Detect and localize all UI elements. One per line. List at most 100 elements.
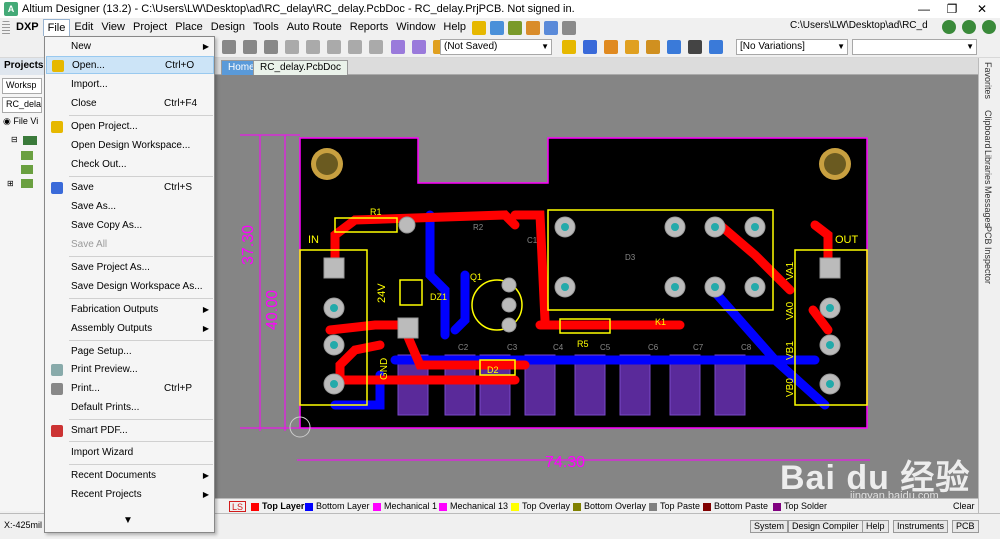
move-icon[interactable] <box>327 40 342 54</box>
route-icon[interactable] <box>562 40 576 54</box>
layer-tab-top-overlay[interactable]: Top Overlay <box>511 501 570 512</box>
select-area-icon[interactable] <box>306 40 321 54</box>
grid-tool-icon[interactable] <box>562 20 577 35</box>
menu-item-open[interactable]: Open...Ctrl+O <box>46 56 214 74</box>
tree-collapse-icon[interactable]: ⊟ <box>11 135 18 144</box>
menu-reports[interactable]: Reports <box>349 21 389 33</box>
panel-tab-pcb-inspector[interactable]: PCB Inspector <box>983 226 993 285</box>
align-tool-icon[interactable] <box>508 20 523 35</box>
menu-item-save-design-workspace-as[interactable]: Save Design Workspace As... <box>46 278 214 296</box>
paste-icon[interactable] <box>264 40 279 54</box>
menu-item-save-as[interactable]: Save As... <box>46 198 214 216</box>
graph-tool-icon[interactable] <box>472 20 487 35</box>
menu-item-import-wizard[interactable]: Import Wizard <box>46 444 214 462</box>
panel-tab-messages[interactable]: Messages <box>983 186 993 228</box>
select-tool-icon[interactable] <box>526 20 541 35</box>
pad-icon[interactable] <box>625 40 640 54</box>
menu-bar: DXP File Edit View Project Place Design … <box>0 18 1000 37</box>
layer-tab-top-layer[interactable]: Top Layer <box>251 501 304 512</box>
close-window-button[interactable]: ✕ <box>976 2 988 16</box>
variations-select[interactable]: [No Variations] ▼ <box>736 39 848 55</box>
menu-item-new[interactable]: New▶ <box>46 38 214 56</box>
menu-item-print-preview[interactable]: Print Preview... <box>46 361 214 379</box>
menu-item-assembly-outputs[interactable]: Assembly Outputs▶ <box>46 320 214 338</box>
menu-help[interactable]: Help <box>443 21 467 33</box>
fill-icon[interactable] <box>667 40 682 54</box>
extra-select[interactable]: ▼ <box>852 39 977 55</box>
layer-tab-top-paste[interactable]: Top Paste <box>649 501 700 512</box>
deselect-icon[interactable] <box>348 40 363 54</box>
restore-button[interactable]: ❐ <box>946 2 958 16</box>
menu-auto-route[interactable]: Auto Route <box>286 21 342 33</box>
menu-window[interactable]: Window <box>396 21 436 33</box>
menu-item-save-copy-as[interactable]: Save Copy As... <box>46 217 214 235</box>
layer-tab-mechanical-1[interactable]: Mechanical 1 <box>373 501 437 512</box>
pcb-button[interactable]: PCB <box>952 520 979 533</box>
layer-tab-bottom-overlay[interactable]: Bottom Overlay <box>573 501 646 512</box>
copy-icon[interactable] <box>243 40 258 54</box>
menu-item-import[interactable]: Import... <box>46 76 214 94</box>
menu-design[interactable]: Design <box>210 21 246 33</box>
panel-tab-clipboard[interactable]: Clipboard <box>983 110 993 149</box>
undo-icon[interactable] <box>390 40 405 54</box>
arc-icon[interactable] <box>646 40 661 54</box>
via-icon[interactable] <box>604 40 619 54</box>
cut-icon[interactable] <box>222 40 236 54</box>
forward-icon[interactable] <box>962 20 976 34</box>
diff-pair-icon[interactable] <box>583 40 598 54</box>
design-compiler-button[interactable]: Design Compiler <box>788 520 863 533</box>
menu-file[interactable]: File <box>42 19 71 36</box>
tree-expand-icon[interactable]: ⊞ <box>7 179 14 188</box>
layer-tab-mechanical-13[interactable]: Mechanical 13 <box>439 501 508 512</box>
menu-item-page-setup[interactable]: Page Setup... <box>46 343 214 361</box>
component-icon[interactable] <box>709 40 724 54</box>
layer-tab-ls[interactable]: LS <box>229 501 247 512</box>
menu-item-recent-projects[interactable]: Recent Projects▶ <box>46 486 214 504</box>
project-tree[interactable]: ⊟ ⊞ <box>3 133 41 193</box>
help-button[interactable]: Help <box>862 520 889 533</box>
system-button[interactable]: System <box>750 520 789 533</box>
menu-item-fabrication-outputs[interactable]: Fabrication Outputs▶ <box>46 301 214 319</box>
menu-place[interactable]: Place <box>175 21 203 33</box>
menu-view[interactable]: View <box>101 21 125 33</box>
menu-item-default-prints[interactable]: Default Prints... <box>46 399 214 417</box>
rubber-stamp-icon[interactable] <box>285 40 300 54</box>
minimize-button[interactable]: — <box>918 2 930 16</box>
tab-pcbdoc[interactable]: RC_delay.PcbDoc <box>253 60 348 75</box>
menu-item-save-project-as[interactable]: Save Project As... <box>46 259 214 277</box>
saved-status-select[interactable]: (Not Saved) ▼ <box>440 39 552 55</box>
menu-item-label: Save As... <box>71 201 117 212</box>
layer-tool-icon[interactable] <box>490 20 505 35</box>
panel-tab-libraries[interactable]: Libraries <box>983 150 993 185</box>
menu-item-shortcut: Ctrl+P <box>164 383 193 394</box>
project-field[interactable]: RC_delay <box>2 97 42 113</box>
room-tool-icon[interactable] <box>544 20 559 35</box>
layer-tab-top-solder[interactable]: Top Solder <box>773 501 827 512</box>
workspace-field[interactable]: Worksp <box>2 78 42 94</box>
bottom-trace <box>708 285 830 410</box>
menu-item-open-design-workspace[interactable]: Open Design Workspace... <box>46 137 214 155</box>
back-icon[interactable] <box>942 20 956 34</box>
redo-icon[interactable] <box>411 40 426 54</box>
layer-tab-bottom-layer[interactable]: Bottom Layer <box>305 501 370 512</box>
menu-item-smart-pdf[interactable]: Smart PDF... <box>46 422 214 440</box>
instruments-button[interactable]: Instruments <box>893 520 949 533</box>
home-icon[interactable] <box>982 20 996 34</box>
string-icon[interactable] <box>688 40 703 54</box>
menu-expand-arrow-icon[interactable]: ▼ <box>123 515 133 526</box>
menu-edit[interactable]: Edit <box>74 21 94 33</box>
layer-tab-bottom-paste[interactable]: Bottom Paste <box>703 501 768 512</box>
menu-tools[interactable]: Tools <box>253 21 279 33</box>
menu-project[interactable]: Project <box>132 21 168 33</box>
panel-tab-favorites[interactable]: Favorites <box>983 62 993 100</box>
menu-item-print[interactable]: Print...Ctrl+P <box>46 380 214 398</box>
clear-button[interactable]: Clear <box>953 501 975 511</box>
clear-filter-icon[interactable] <box>369 40 384 54</box>
menu-dxp[interactable]: DXP <box>16 21 39 33</box>
menu-item-recent-documents[interactable]: Recent Documents▶ <box>46 467 214 485</box>
file-view-option[interactable]: ◉ File Vi <box>3 116 41 127</box>
menu-item-open-project[interactable]: Open Project... <box>46 118 214 136</box>
menu-item-check-out[interactable]: Check Out... <box>46 156 214 174</box>
